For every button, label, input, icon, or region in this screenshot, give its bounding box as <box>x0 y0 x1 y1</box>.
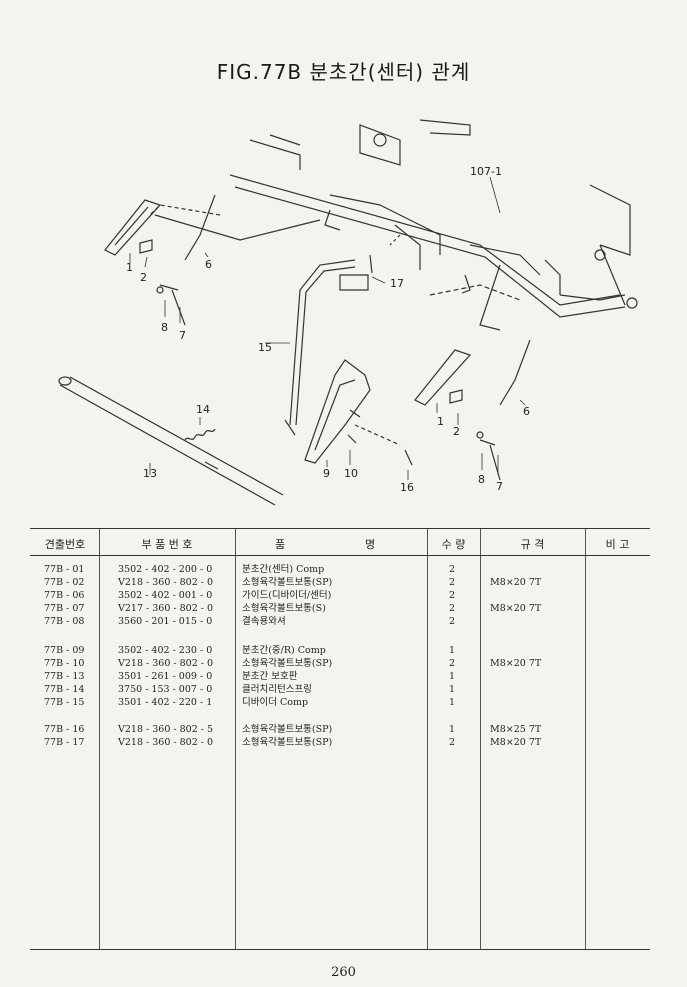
table-row: 77B - 01 3502 - 402 - 200 - 0 분초간(센터) Co… <box>44 564 456 575</box>
center-divider <box>284 254 373 436</box>
callout-6-right: 6 <box>523 405 530 418</box>
callout-8-left: 8 <box>161 321 168 334</box>
cover-tube <box>58 376 284 506</box>
callout-2-right: 2 <box>453 425 460 438</box>
table-row: 77B - 17 V218 - 360 - 802 - 0 소형육각볼트보통(S… <box>44 737 542 748</box>
header-spec: 규 격 <box>520 538 545 551</box>
table-row: 77B - 14 3750 - 153 - 007 - 0 클러치리턴스프링 1 <box>44 684 456 695</box>
callout-16: 16 <box>400 481 414 494</box>
table-row: 77B - 10 V218 - 360 - 802 - 0 소형육각볼트보통(S… <box>44 658 542 669</box>
exploded-parts-diagram: 107-1 1 2 6 8 7 17 15 14 13 9 10 16 1 2 … <box>0 95 687 515</box>
table-row: 77B - 07 V217 - 360 - 802 - 0 소형육각볼트보통(S… <box>44 603 542 614</box>
right-divider <box>414 284 531 481</box>
table-row: 77B - 16 V218 - 360 - 802 - 5 소형육각볼트보통(S… <box>44 724 542 735</box>
leader-lines <box>129 176 526 480</box>
table-row: 77B - 06 3502 - 402 - 001 - 0 가이드(디바이더/센… <box>44 590 456 601</box>
callout-7-left: 7 <box>179 329 186 342</box>
callout-1-left: 1 <box>126 261 133 274</box>
header-name-a: 품 <box>274 538 286 551</box>
page-title: FIG.77B 분초간(센터) 관계 <box>216 60 471 84</box>
header-remark: 비 고 <box>605 538 630 551</box>
parts-table: 견출번호 부 품 번 호 품 명 수 량 규 격 비 고 77B - 01 35… <box>30 528 650 950</box>
table-row: 77B - 13 3501 - 261 - 009 - 0 분초간 보호판 1 <box>44 671 456 682</box>
header-part-no: 부 품 번 호 <box>141 538 193 551</box>
callout-15: 15 <box>258 341 272 354</box>
callout-107-1: 107-1 <box>470 165 502 178</box>
diagram-svg: 107-1 1 2 6 8 7 17 15 14 13 9 10 16 1 2 … <box>58 119 638 506</box>
left-divider <box>104 194 321 326</box>
table-row: 77B - 08 3560 - 201 - 015 - 0 결속용와셔 2 <box>44 616 456 627</box>
table-row: 77B - 02 V218 - 360 - 802 - 0 소형육각볼트보통(S… <box>44 577 542 588</box>
table-row: 77B - 15 3501 - 402 - 220 - 1 디바이더 Comp … <box>44 697 456 708</box>
header-qty: 수 량 <box>441 538 466 551</box>
callout-7-right: 7 <box>496 480 503 493</box>
callout-10: 10 <box>344 467 358 480</box>
page-number: 260 <box>331 965 356 980</box>
callout-2-left: 2 <box>140 271 147 284</box>
callout-8-right: 8 <box>478 473 485 486</box>
callout-17: 17 <box>390 277 404 290</box>
return-spring <box>184 428 216 441</box>
callout-9: 9 <box>323 467 330 480</box>
table-row: 77B - 09 3502 - 402 - 230 - 0 분초간(중/R) C… <box>44 645 456 656</box>
callout-6-left: 6 <box>205 258 212 271</box>
callout-14: 14 <box>196 403 210 416</box>
callout-13: 13 <box>143 467 157 480</box>
table-header: 견출번호 부 품 번 호 품 명 수 량 규 격 비 고 <box>30 529 650 556</box>
guard-plate <box>304 359 413 466</box>
frame-assembly <box>149 119 638 331</box>
callout-1-right: 1 <box>437 415 444 428</box>
header-ref: 견출번호 <box>44 538 86 551</box>
header-name-b: 명 <box>364 538 376 551</box>
